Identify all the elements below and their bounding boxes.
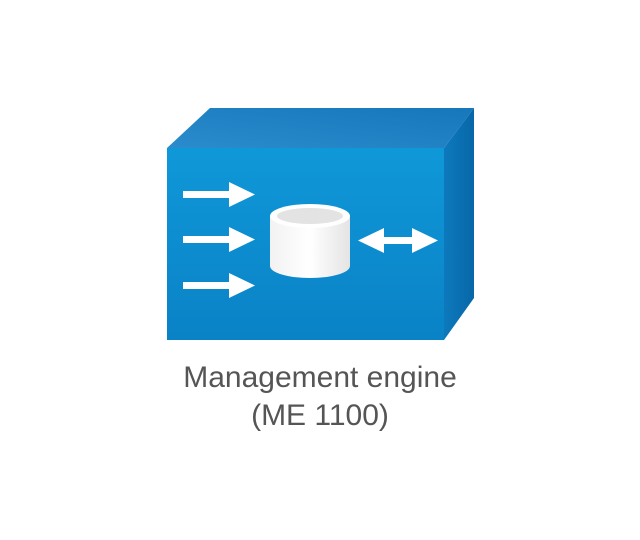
- arrow-right-icon: [183, 273, 255, 298]
- device-label: Management engine: [183, 361, 457, 394]
- device-model-label: (ME 1100): [251, 399, 389, 432]
- database-icon: [270, 204, 350, 278]
- box-side-face: [444, 108, 474, 340]
- arrow-right-icon: [183, 182, 255, 207]
- input-arrows: [183, 182, 255, 298]
- arrow-right-icon: [183, 227, 255, 252]
- box-top-face: [167, 108, 474, 148]
- bidirectional-arrow-icon: [358, 228, 438, 253]
